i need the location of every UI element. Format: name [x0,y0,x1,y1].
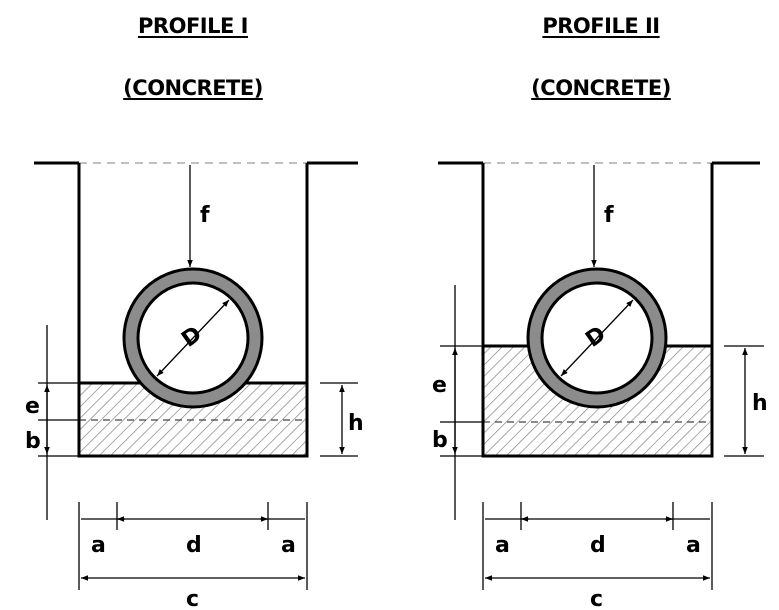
profile-1-drawing: f D e b h a d a c [25,161,364,610]
profile-1-label-d: d [186,533,202,558]
profile-1-dimension-lines [38,165,358,590]
profile-2-label-a-right: a [686,533,701,558]
profile-1-label-b: b [25,429,41,454]
profile-1-label-h: h [348,411,364,436]
profile-2-label-h: h [752,391,768,416]
profile-1-label-e: e [25,394,40,419]
profile-1-label-f: f [200,203,210,228]
profile-2-label-a-left: a [495,533,510,558]
profile-1-label-a-right: a [281,533,296,558]
profile-1-title: PROFILE I [138,14,248,38]
profile-2-label-c: c [590,587,603,610]
profile-1-material: (CONCRETE) [123,76,263,100]
profile-2-label-f: f [604,203,614,228]
profile-1-label-a-left: a [91,533,106,558]
profile-2-label-e: e [432,373,447,398]
profile-2-dimension-lines [440,165,764,590]
profile-2-title: PROFILE II [542,14,660,38]
profile-1-label-c: c [186,587,199,610]
profile-2-label-d: d [590,533,606,558]
profile-2-trench [438,161,760,458]
profile-2-drawing: f D e b h a d a c [432,161,768,610]
profile-2-dimension-labels: f D e b h a d a c [432,203,768,610]
profile-2-label-b: b [432,428,448,453]
profile-1-trench [34,161,358,458]
profile-2-material: (CONCRETE) [531,76,671,100]
